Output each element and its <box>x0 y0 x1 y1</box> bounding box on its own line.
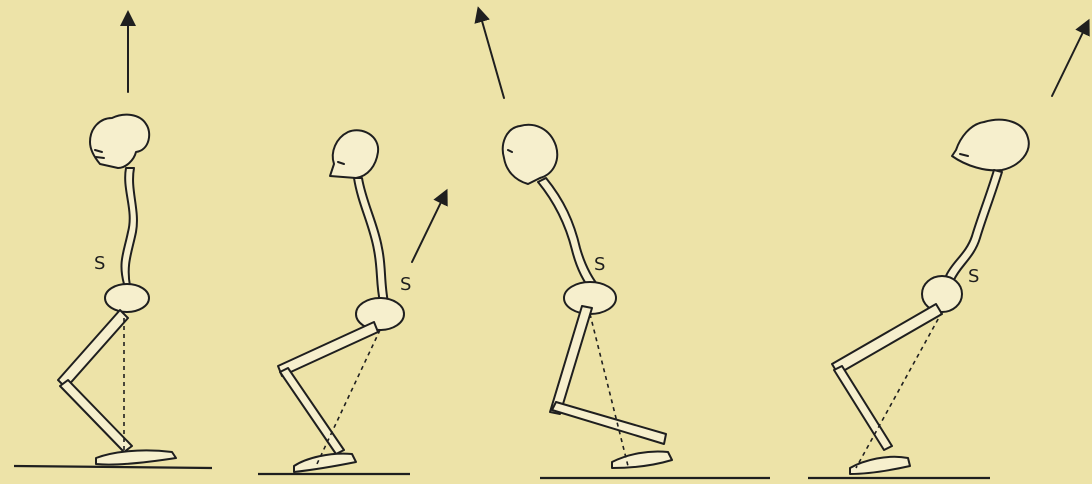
tibia-1 <box>60 380 132 452</box>
ground-line-1 <box>14 466 212 468</box>
s-label-4: S <box>968 268 979 286</box>
s-label-3: S <box>594 256 605 274</box>
arrow-up-icon <box>480 14 504 98</box>
skeleton-figure-2 <box>258 130 444 474</box>
skull-3 <box>503 125 557 184</box>
plumb-line-3 <box>590 314 628 466</box>
femur-4 <box>832 304 942 374</box>
foot-4 <box>850 457 910 474</box>
spine-4 <box>946 170 1002 280</box>
foot-2 <box>294 454 356 472</box>
femur-3 <box>550 306 592 414</box>
pelvis-2 <box>356 298 404 330</box>
arrow-up-icon <box>412 196 444 262</box>
spine-2 <box>354 178 388 302</box>
pelvis-4 <box>922 276 962 312</box>
skeleton-figure-4 <box>808 26 1086 478</box>
spine-3 <box>538 178 600 292</box>
s-label-2: S <box>400 276 411 294</box>
femur-1 <box>58 310 128 388</box>
foot-1 <box>96 450 176 464</box>
tibia-2 <box>280 368 344 454</box>
foot-3 <box>612 451 672 468</box>
s-label-1: S <box>94 255 105 273</box>
pelvis-1 <box>105 284 149 312</box>
skeleton-figure-1 <box>14 18 212 468</box>
tibia-3 <box>552 402 666 444</box>
skull-2 <box>330 130 378 178</box>
skull-1 <box>90 115 149 168</box>
skeleton-figure-3 <box>480 14 770 478</box>
skull-4 <box>952 120 1029 171</box>
tibia-4 <box>834 366 892 450</box>
spine-1 <box>121 168 137 286</box>
arrow-up-icon <box>1052 26 1086 96</box>
